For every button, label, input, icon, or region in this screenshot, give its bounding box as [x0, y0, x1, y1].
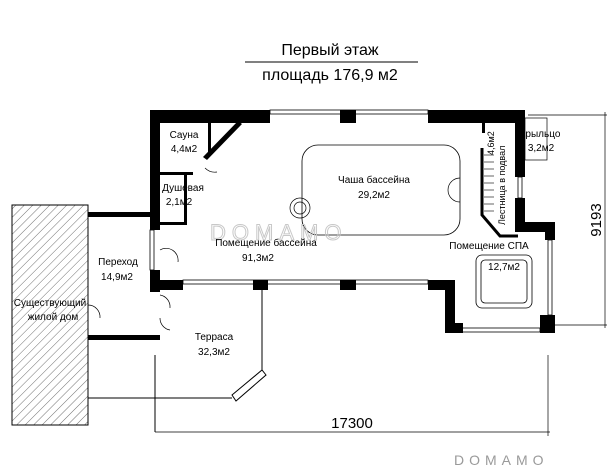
room-pool-hall-area: 91,3м2	[242, 253, 274, 264]
passage-walls	[87, 212, 171, 340]
room-shower-area: 2,1м2	[166, 197, 193, 208]
pool-bowl	[301, 144, 461, 236]
room-sauna-name: Сауна	[170, 130, 199, 141]
sauna-door	[204, 167, 218, 173]
room-passage-area: 14,9м2	[101, 272, 133, 283]
watermark-corner: DOMAMO	[454, 452, 549, 468]
room-passage-name: Переход	[98, 257, 138, 268]
room-porch-area: 3,2м2	[528, 143, 555, 154]
existing-house-line1: Существующий	[14, 298, 86, 309]
existing-house-line2: жилой дом	[28, 312, 79, 323]
room-terrace-area: 32,3м2	[198, 347, 230, 358]
title-area: площадь 176,9 м2	[262, 67, 398, 84]
terrace-outline	[88, 290, 267, 432]
dimension-depth: 9193	[588, 203, 605, 236]
porch-outline	[524, 117, 548, 161]
room-spa-area: 12,7м2	[488, 262, 520, 273]
room-pool-bowl-area: 29,2м2	[358, 190, 390, 201]
room-sauna-area: 4,4м2	[171, 144, 198, 155]
title-floor: Первый этаж	[281, 42, 379, 59]
existing-house	[11, 204, 89, 426]
dimension-width: 17300	[331, 415, 373, 432]
dimension-lines	[155, 112, 607, 436]
room-terrace-name: Терраса	[195, 332, 234, 343]
room-stairs-area: 4,6м2	[486, 131, 496, 155]
walls	[149, 109, 555, 333]
room-pool-bowl-name: Чаша бассейна	[338, 174, 410, 186]
room-shower-name: Душевая	[162, 183, 204, 194]
stairs	[484, 154, 494, 212]
room-spa-name: Помещение СПА	[449, 241, 529, 252]
watermark-center: DOMAMO	[210, 220, 347, 245]
room-porch-name: Крыльцо	[520, 129, 561, 140]
room-stairs-name: Лестница в подвал	[497, 146, 507, 225]
pool-door	[159, 248, 179, 263]
jacuzzi	[475, 254, 533, 309]
room-pool-hall-name: Помещение бассейна	[215, 237, 317, 249]
